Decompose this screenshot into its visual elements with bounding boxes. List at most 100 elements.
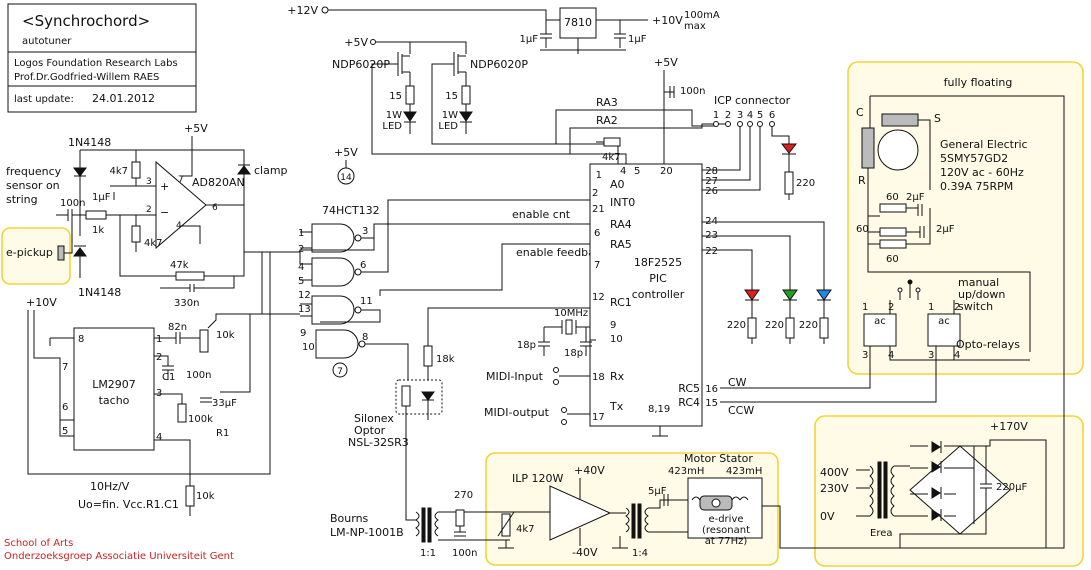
pic-top-pins-2-label: 20: [660, 166, 673, 177]
pic-icp-label: ICP connector: [714, 94, 791, 107]
floating-r-label: R: [858, 174, 866, 187]
pic-left-pins-0-num-label: 1: [596, 170, 602, 181]
pic-chip: [589, 163, 703, 427]
logic-enable-feedback-label: enable feedback: [516, 246, 608, 259]
input-stage-pin4-label: 4: [176, 221, 182, 231]
input-stage-sensor-l3-label: string: [6, 193, 38, 206]
input-stage-r-4k7b-label: 4k7: [144, 238, 163, 249]
led-icon: [744, 289, 760, 301]
stator-title-label: Motor Stator: [684, 452, 753, 465]
pic-c18b-label: 18p: [564, 348, 583, 359]
floating-manual3-label: switch: [958, 300, 993, 313]
stator-drive3-label: at 77Hz): [705, 536, 748, 547]
input-stage-sensor-l2-label: sensor on: [6, 179, 60, 192]
transformer-icon: [625, 503, 649, 539]
logic-pins-4-label: 5: [298, 276, 304, 287]
floating-r60b-label: 60: [856, 224, 869, 235]
lm2907-chip: [73, 327, 155, 451]
power-v5-c-label: +5V: [334, 146, 358, 159]
bourns-amp-section: Bourns LM-NP-1001B 1:1 270 100n 4k7 ILP …: [330, 464, 688, 559]
group-label: Onderzoeksgroep Associatie Universiteit …: [4, 551, 234, 562]
floating-relay-pins-0-label: 1: [928, 302, 934, 313]
power-current-label: 100mA: [684, 10, 720, 21]
floating-ac-label: ac: [938, 316, 950, 327]
tacho-pins-7-label: 4: [156, 432, 162, 443]
diode-icon: [73, 247, 87, 257]
power-current-max-label: max: [684, 21, 706, 32]
pic-top-pins-0-label: 4: [620, 166, 626, 177]
floating-motor3-label: 120V ac - 60Hz: [940, 166, 1024, 179]
pic-midi-out-label: MIDI-output: [484, 406, 550, 419]
led-icon: [421, 391, 435, 401]
tacho-r10k-out-label: 10k: [196, 491, 215, 502]
mosfet-led-2: NDP6020P 15 1W LED: [410, 41, 618, 145]
input-stage-diode-bot-label: 1N4148: [78, 286, 121, 299]
logic-pins-11-label: 8: [362, 332, 368, 343]
pickup-icon: [57, 245, 65, 261]
pic-left-pins-1-num-label: 2: [592, 188, 598, 199]
tacho-formula2-label: Uo=fin. Vcc.R1.C1: [78, 498, 179, 511]
pic-left-pins-4-num-label: 7: [594, 260, 600, 271]
floating-r60a-label: 60: [886, 192, 899, 203]
input-stage-pickup-label: e-pickup: [6, 246, 53, 259]
input-stage-opamp-label: AD820AN: [192, 176, 245, 189]
input-stage-node14-label: 14: [340, 173, 352, 183]
tacho-pins-2-label: 6: [62, 402, 68, 413]
diode-icon: [931, 487, 941, 499]
psu-erea-label: Erea: [870, 528, 893, 539]
power-supply: +12V 7810 +10V 100mA max 1µF 1µF: [287, 4, 720, 54]
mosfets-q1-label: NDP6020P: [332, 58, 390, 71]
floating-ac-label: ac: [874, 316, 886, 327]
power-v5-d-label: +5V: [654, 56, 678, 69]
pic-rc5-label: RC5: [678, 382, 700, 395]
input-stage-sensor-l1-label: frequency: [6, 165, 62, 178]
floating-c-label: C: [856, 106, 864, 119]
amp-c5u-label: 5µF: [648, 486, 667, 497]
stator-l2-label: 423mH: [726, 466, 762, 477]
diode-icon: [931, 441, 941, 453]
motor-icon: [877, 129, 919, 171]
psu-v230-label: 230V: [820, 482, 849, 495]
pic-ccw-label: CCW: [728, 404, 754, 417]
bourns-ratio-label: 1:1: [420, 548, 436, 559]
pic-bottom-pins-label: 8,19: [648, 404, 670, 415]
stator-drive1-label: e-drive: [708, 514, 743, 525]
tacho-section: +10V LM2907 tacho 8 7 6 5 1 2 3 4 82n 10…: [26, 252, 290, 516]
psu-v0-label: 0V: [820, 510, 835, 523]
floating-c2ua-label: 2µF: [906, 192, 925, 203]
input-stage-pin6-label: 6: [212, 203, 218, 213]
logic-pins-2-label: 3: [362, 226, 368, 237]
school-label: School of Arts: [4, 538, 73, 549]
amp-name-label: ILP 120W: [512, 472, 563, 485]
power-regulator-label: 7810: [564, 16, 592, 29]
update-date: 24.01.2012: [92, 92, 155, 105]
mosfets-led1b-label: LED: [382, 121, 402, 132]
nand-gate-icon: [311, 295, 355, 325]
pic-right-pins-6-label: 16: [705, 384, 718, 395]
icp-connector: 1 2 3 4 5 6: [713, 110, 775, 127]
pic-right-pins-5-label: 22: [705, 246, 718, 257]
tacho-formula1-label: 10Hz/V: [90, 480, 130, 493]
diode-icon: [931, 509, 941, 521]
input-stage: frequency sensor on string 1N4148 1N4148…: [6, 122, 358, 315]
logic-enable-cnt-label: enable cnt: [512, 208, 571, 221]
svg-text:+: +: [160, 180, 169, 193]
nand-gate-icon: [315, 329, 359, 359]
input-stage-c-fb-label: 330n: [174, 298, 199, 309]
mosfets-r1-label: 15: [389, 91, 402, 102]
optor-l2-label: Optor: [354, 424, 386, 437]
amp-r4k7-label: 4k7: [516, 524, 535, 535]
logic-pins-7-label: 13: [298, 304, 311, 315]
floating-relay-pins-1-label: 2: [888, 302, 894, 313]
pic-icp-pins-5-label: 6: [769, 110, 775, 121]
floating-opto-label: Opto-relays: [956, 338, 1020, 351]
input-stage-c-1u-label: 1µF: [92, 192, 111, 203]
floating-s-label: S: [934, 112, 941, 125]
pic-midi-in-label: MIDI-Input: [486, 370, 544, 383]
pic-left-pins-9-num-label: 17: [592, 412, 605, 423]
logic-pins-3-label: 4: [298, 262, 304, 273]
logic-pins-5-label: 6: [360, 260, 366, 271]
tacho-pins-3-label: 5: [62, 426, 68, 437]
floating-manual2-label: up/down: [958, 288, 1005, 301]
